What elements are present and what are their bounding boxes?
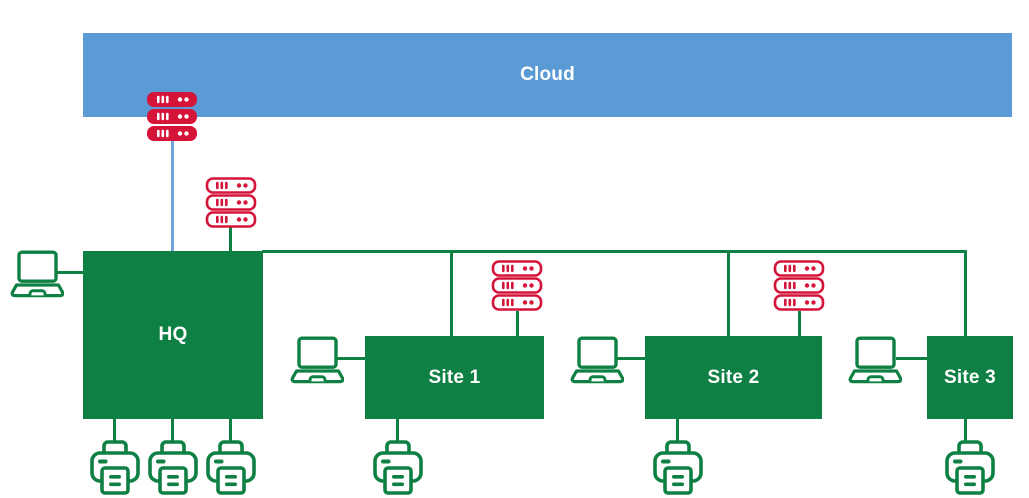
hq-label: HQ	[158, 324, 188, 345]
site3-laptop-icon	[848, 336, 902, 384]
site1-label: Site 1	[428, 366, 481, 388]
connector-laptop-site3	[896, 357, 928, 360]
node-site2: Site 2	[645, 336, 822, 419]
hq-printer3-icon	[206, 440, 256, 496]
connector-hq-printer1	[113, 419, 116, 442]
site1-rack-server-outline-icon	[491, 260, 543, 311]
node-site1: Site 1	[365, 336, 544, 419]
hq-printer1-icon	[90, 440, 140, 496]
connector-hq-printer3	[229, 419, 232, 442]
site2-laptop-icon	[570, 336, 624, 384]
connector-server-site1	[516, 311, 519, 336]
site3-label: Site 3	[944, 366, 996, 388]
cloud-label: Cloud	[520, 64, 575, 85]
connector-cloudserver-hq	[171, 139, 174, 252]
hq-laptop-icon	[10, 250, 64, 298]
connector-hq-printer2	[171, 419, 174, 442]
site1-laptop-icon	[290, 336, 344, 384]
connector-laptop-hq	[55, 271, 84, 274]
cloud-rack-server-filled-icon	[146, 91, 198, 142]
site3-printer-icon	[945, 440, 995, 496]
hq-rack-server-outline-icon	[205, 177, 257, 228]
connector-site3-printer	[964, 419, 967, 442]
node-hq: HQ	[83, 251, 263, 419]
connector-laptop-site2	[616, 357, 646, 360]
connector-bus-horizontal	[262, 250, 967, 253]
node-site3: Site 3	[927, 336, 1013, 419]
connector-site1-printer	[396, 419, 399, 442]
site2-label: Site 2	[707, 366, 760, 388]
site2-rack-server-outline-icon	[773, 260, 825, 311]
site2-printer-icon	[653, 440, 703, 496]
connector-bus-site1	[450, 250, 453, 336]
connector-bus-site3	[964, 250, 967, 336]
connector-server-site2	[798, 311, 801, 336]
connector-hqserver-hq	[229, 227, 232, 252]
connector-site2-printer	[676, 419, 679, 442]
connector-laptop-site1	[334, 357, 366, 360]
site1-printer-icon	[373, 440, 423, 496]
cloud-zone: Cloud	[83, 33, 1012, 117]
connector-bus-site2	[727, 250, 730, 336]
hq-printer2-icon	[148, 440, 198, 496]
